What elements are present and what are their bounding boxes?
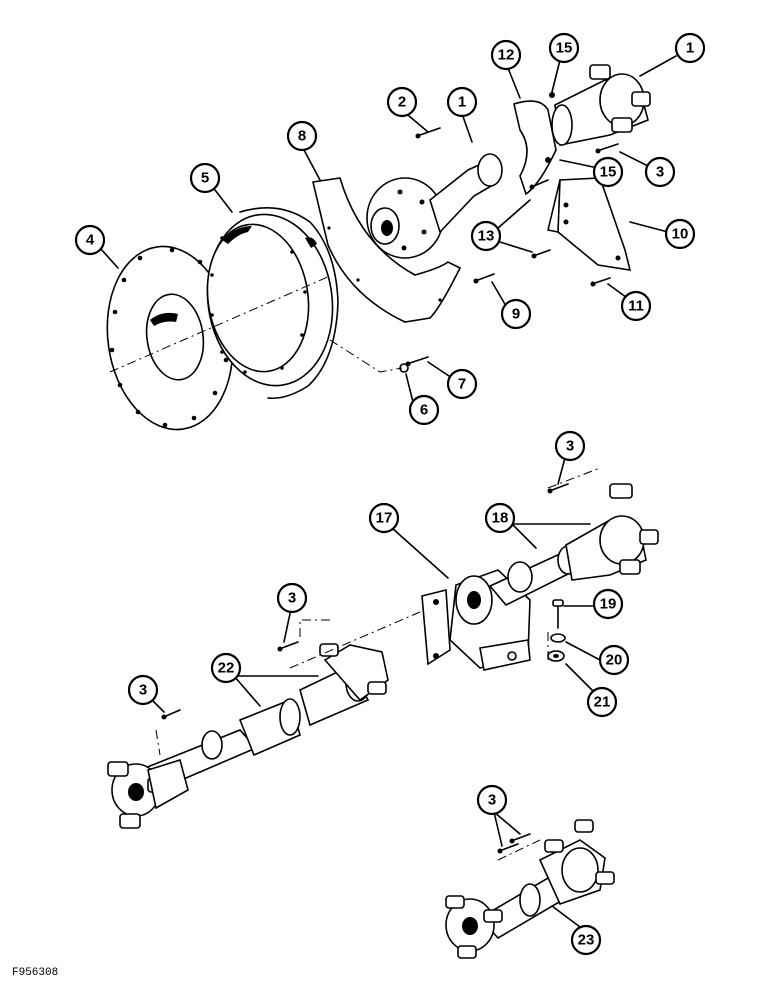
svg-text:23: 23 <box>578 932 595 949</box>
part-23-driveshaft <box>445 819 615 959</box>
part-22-driveshaft <box>138 643 389 791</box>
callout-21: 21 <box>586 686 618 718</box>
svg-text:4: 4 <box>86 232 95 249</box>
callout-5: 5 <box>189 162 221 194</box>
callout-22: 22 <box>210 652 242 684</box>
callout-11: 11 <box>620 290 652 322</box>
part-8-shield <box>312 177 462 323</box>
svg-text:1: 1 <box>458 94 466 111</box>
svg-text:19: 19 <box>600 596 617 613</box>
svg-text:15: 15 <box>556 40 573 57</box>
figure-code: F956308 <box>12 967 58 979</box>
callout-13: 13 <box>470 220 502 252</box>
svg-text:7: 7 <box>458 376 466 393</box>
callout-12: 12 <box>490 39 522 71</box>
part-10-bracket <box>547 177 632 271</box>
callout-9: 9 <box>500 298 532 330</box>
callout-2: 2 <box>386 86 418 118</box>
callout-1-top-right: 1 <box>674 32 706 64</box>
callout-15-top: 15 <box>548 32 580 64</box>
svg-text:8: 8 <box>298 128 306 145</box>
callout-18: 18 <box>484 502 516 534</box>
svg-text:18: 18 <box>492 510 509 527</box>
svg-text:3: 3 <box>139 682 147 699</box>
svg-text:10: 10 <box>672 226 689 243</box>
callout-23: 23 <box>570 924 602 956</box>
part-17-bearing <box>421 569 531 671</box>
svg-text:15: 15 <box>600 164 617 181</box>
svg-text:13: 13 <box>478 228 495 245</box>
part-22-lower-yoke <box>107 758 189 829</box>
callout-7: 7 <box>446 368 478 400</box>
callout-3-middle-right: 3 <box>554 430 586 462</box>
svg-text:2: 2 <box>398 94 406 111</box>
top-fasteners <box>329 92 619 373</box>
part-5-flywheel-ring <box>109 206 339 400</box>
part-4-flywheel-plate <box>106 245 234 431</box>
svg-text:6: 6 <box>420 402 428 419</box>
callout-20: 20 <box>598 644 630 676</box>
callout-3-bottom: 3 <box>476 784 508 816</box>
callout-8: 8 <box>286 120 318 152</box>
svg-text:17: 17 <box>376 510 393 527</box>
part-18-shaft-yoke <box>488 483 659 606</box>
part-1-hub-yoke <box>366 153 503 259</box>
svg-text:11: 11 <box>628 298 644 315</box>
svg-text:3: 3 <box>656 164 664 181</box>
callout-3-lower-left: 3 <box>127 674 159 706</box>
svg-text:9: 9 <box>512 306 520 323</box>
callout-19: 19 <box>592 588 624 620</box>
callout-4: 4 <box>74 224 106 256</box>
middle-centerlines <box>155 467 601 756</box>
parts-19-20-21-hardware <box>547 599 566 662</box>
callout-6: 6 <box>408 394 440 426</box>
callout-10: 10 <box>664 218 696 250</box>
svg-text:1: 1 <box>686 40 694 57</box>
svg-text:3: 3 <box>566 438 574 455</box>
svg-text:5: 5 <box>201 170 209 187</box>
svg-text:20: 20 <box>606 652 623 669</box>
svg-text:21: 21 <box>594 694 611 711</box>
svg-text:3: 3 <box>288 590 296 607</box>
callout-17: 17 <box>368 502 400 534</box>
svg-text:12: 12 <box>498 47 515 64</box>
callout-3-middle-left: 3 <box>276 582 308 614</box>
part-12-half-shield <box>513 100 557 196</box>
svg-text:22: 22 <box>218 660 235 677</box>
callout-15-lower: 15 <box>592 156 624 188</box>
callout-3-top: 3 <box>644 156 676 188</box>
callout-1-hub: 1 <box>446 86 478 118</box>
part-1-upper-yoke <box>551 64 651 146</box>
svg-text:3: 3 <box>488 792 496 809</box>
